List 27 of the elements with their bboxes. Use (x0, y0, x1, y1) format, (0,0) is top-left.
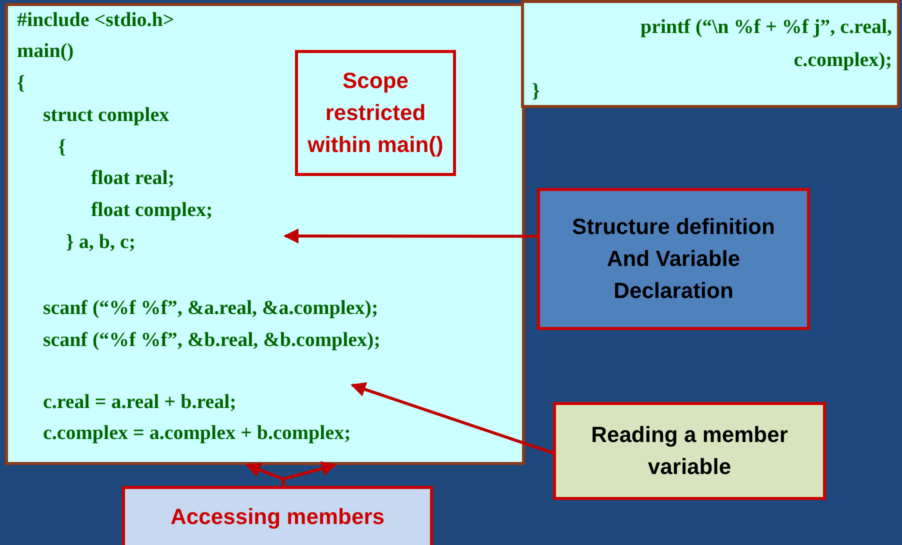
callout-box (122, 486, 433, 545)
code-line: } (532, 79, 540, 104)
code-line: #include <stdio.h> (17, 8, 174, 32)
code-line: } a, b, c; (66, 230, 136, 254)
code-line: c.complex = a.complex + b.complex; (43, 421, 351, 445)
callout-box (537, 188, 810, 330)
code-line: scanf (“%f %f”, &a.real, &a.complex); (43, 296, 378, 320)
callout-box (553, 402, 826, 500)
code-panel (5, 3, 525, 465)
leader-arrow (281, 461, 337, 486)
leader-arrow (284, 228, 537, 244)
code-line: struct complex (43, 103, 170, 127)
code-line: scanf (“%f %f”, &b.real, &b.complex); (43, 328, 380, 352)
callout-text: Accessing members (170, 503, 386, 531)
code-line: { (58, 135, 66, 159)
code-line: { (17, 71, 25, 95)
leader-arrow (350, 382, 554, 454)
code-panel (521, 0, 900, 108)
code-line: printf (“\n %f + %f j”, c.real, c.complex); (639, 15, 892, 73)
callout-text: Reading a member variable (590, 421, 789, 481)
note-box (295, 50, 456, 176)
code-line: float complex; (91, 198, 213, 222)
callout-text: Structure definition And Variable Declaration (571, 213, 776, 305)
code-line: float real; (91, 166, 174, 190)
code-line: c.real = a.real + b.real; (43, 390, 236, 414)
code-line: main() (17, 39, 74, 63)
callout-text: Scope restricted within main() (306, 67, 444, 159)
